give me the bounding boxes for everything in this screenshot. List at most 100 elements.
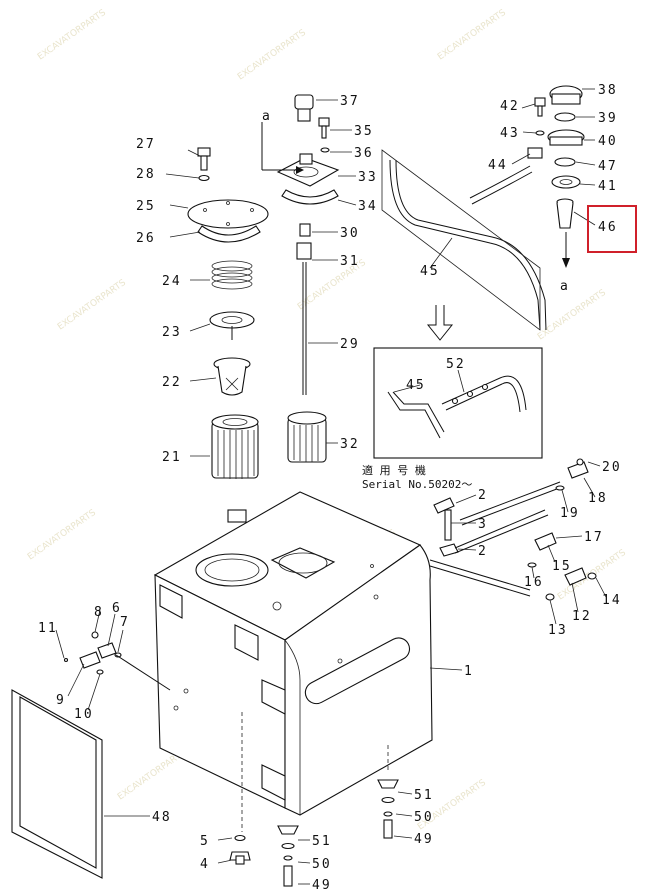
watermark: EXCAVATORPARTS [536,288,608,343]
plug-31 [296,242,312,260]
callout-20: 20 [602,460,622,475]
cap-38 [549,85,583,105]
callout-21: 21 [162,450,182,465]
callout-8: 8 [94,605,104,620]
pipes-right [429,458,597,601]
washer-36 [320,147,330,153]
seal-39 [554,112,576,122]
washer-43 [535,130,545,136]
callout-27: 27 [136,137,156,152]
callout-49-right: 49 [414,832,434,847]
callout-42: 42 [500,99,520,114]
callout-32: 32 [340,437,360,452]
callout-35: 35 [354,124,374,139]
filter-32 [287,411,327,463]
callout-50-right: 50 [414,810,434,825]
callout-16: 16 [524,575,544,590]
callout-51-right: 51 [414,788,434,803]
callout-23: 23 [162,325,182,340]
callout-39: 39 [598,111,618,126]
callout-26: 26 [136,231,156,246]
callout-33: 33 [358,170,378,185]
watermark: EXCAVATORPARTS [26,508,98,563]
detail-inset [373,347,543,459]
neck-40 [547,129,585,146]
spring-24 [211,260,253,290]
callout-12: 12 [572,609,592,624]
callout-5: 5 [200,834,210,849]
callout-13: 13 [548,623,568,638]
callout-51-left: 51 [312,834,332,849]
bolt-35 [318,117,330,139]
callout-18: 18 [588,491,608,506]
cover-25 [187,199,269,243]
arrow-a-top [261,122,304,174]
callout-2-lower: 2 [478,544,488,559]
watermark: EXCAVATORPARTS [436,8,508,63]
watermark: EXCAVATORPARTS [56,278,128,333]
callout-41: 41 [598,179,618,194]
callout-15: 15 [552,559,572,574]
callout-2-upper: 2 [478,488,488,503]
bolt-27 [197,147,211,171]
serial-label: Serial No.50202～ [362,478,472,491]
callout-29: 29 [340,337,360,352]
callout-17: 17 [584,530,604,545]
fitting-44 [527,147,543,159]
strainer-46 [556,198,574,229]
callout-28: 28 [136,167,156,182]
marker-a-bottom: a [560,279,570,294]
fittings-left [63,631,189,711]
serial-label-jp: 適 用 号 機 [362,463,426,477]
callout-25: 25 [136,199,156,214]
callout-40: 40 [598,134,618,149]
callout-43: 43 [500,126,520,141]
breather-37 [294,94,314,122]
callout-30: 30 [340,226,360,241]
callout-4: 4 [200,857,210,872]
callout-45-top: 45 [420,264,440,279]
callout-14: 14 [602,593,622,608]
oring-47 [554,157,576,167]
base-33 [276,153,340,205]
callout-1: 1 [464,664,474,679]
callout-34: 34 [358,199,378,214]
callout-36: 36 [354,146,374,161]
callout-45-inset: 45 [406,378,426,393]
plate-48 [11,689,103,879]
spring-30 [299,223,311,237]
marker-a-top: a [262,109,272,124]
callout-31: 31 [340,254,360,269]
hose-45-top [381,149,547,331]
strainer-22 [213,357,251,396]
arrow-to-inset [426,305,454,341]
callout-46: 46 [598,220,618,235]
callout-22: 22 [162,375,182,390]
callout-19: 19 [560,506,580,521]
callout-24: 24 [162,274,182,289]
callout-10: 10 [74,707,94,722]
tank-body [153,491,433,816]
callout-49-left: 49 [312,878,332,893]
valve-23 [209,311,255,340]
callout-11: 11 [38,621,58,636]
callout-48: 48 [152,810,172,825]
bottom-hardware [229,712,399,887]
callout-38: 38 [598,83,618,98]
callout-labels: 37 35 36 33 34 30 31 29 32 27 28 25 26 2… [38,83,622,893]
flange-41 [551,175,581,189]
washer-28 [198,174,210,182]
callout-47: 47 [598,159,618,174]
rod-29 [302,262,307,395]
callout-6: 6 [112,601,122,616]
arrow-a-bottom [562,232,570,268]
callout-3: 3 [478,517,488,532]
callout-9: 9 [56,693,66,708]
callout-44: 44 [488,158,508,173]
callout-50-left: 50 [312,857,332,872]
bolt-42 [534,97,546,117]
watermark: EXCAVATORPARTS [236,28,308,83]
leader-lines [55,88,607,885]
callout-52: 52 [446,357,466,372]
